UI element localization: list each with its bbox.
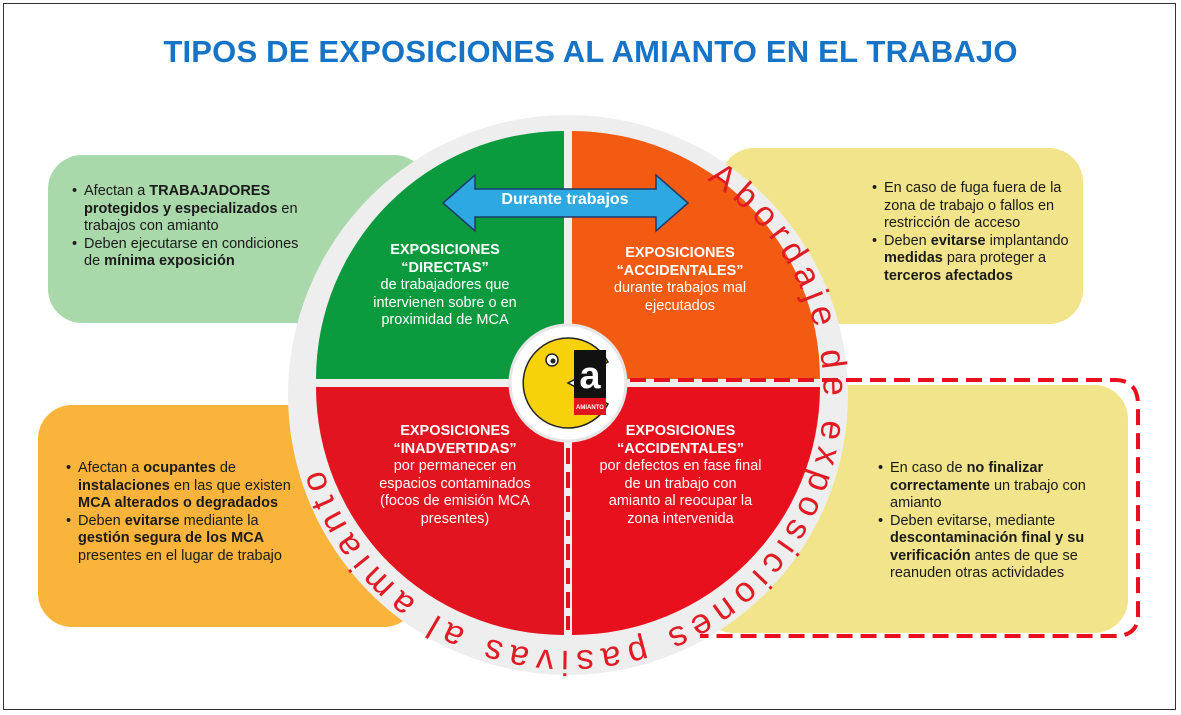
quadrant-text-inadvertidas: EXPOSICIONES “INADVERTIDAS” por permanec… (375, 423, 535, 528)
bullet-text: Afectan a (84, 183, 150, 199)
quadrant-title: EXPOSICIONES (400, 423, 510, 439)
quadrant-text-accidentales-final: EXPOSICIONES “ACCIDENTALES” por defectos… (598, 423, 763, 528)
box-directas: Afectan a TRABAJADORES protegidos y espe… (48, 155, 428, 323)
bullet-text-bold: no finalizar correctamente (890, 460, 1044, 494)
bullet-list: En caso de no finalizar correctamente un… (878, 460, 1108, 583)
logo-text: AMIANTO (576, 405, 604, 411)
bullet-text: En caso de fuga fuera de la zona de trab… (884, 180, 1062, 231)
quadrant-description: durante trabajos mal ejecutados (613, 280, 747, 314)
bullet-text-bold: terceros afectados (884, 267, 1013, 284)
logo-letter: a (579, 355, 601, 397)
quadrant-text-directas: EXPOSICIONES “DIRECTAS” de trabajadores … (365, 242, 525, 330)
bullet-text-bold: ocupantes (143, 460, 216, 476)
bullet-text: en las que existen (169, 477, 291, 494)
bullet-text: para proteger a (942, 250, 1047, 266)
quadrant-subtitle: “ACCIDENTALES” (616, 262, 744, 279)
bullet-text: Deben evitarse, mediante (890, 512, 1056, 529)
bullet-item: En caso de no finalizar correctamente un… (878, 460, 1108, 513)
bullet-list: Afectan a TRABAJADORES protegidos y espe… (72, 183, 302, 271)
bullet-text-bold: instalaciones (78, 477, 170, 494)
bullet-text: en trabajos con amianto (84, 200, 298, 235)
bullet-text: Afectan a (78, 460, 144, 476)
page-title: TIPOS DE EXPOSICIONES AL AMIANTO EN EL T… (163, 34, 1018, 69)
bullet-text-bold: mínima exposición (104, 253, 235, 269)
bullet-text: un trabajo con amianto (890, 477, 1086, 512)
quadrant-subtitle: “ACCIDENTALES” (616, 440, 744, 457)
quadrant-title: EXPOSICIONES (625, 423, 736, 439)
bullet-list: Afectan a ocupantes de instalaciones en … (66, 460, 306, 565)
quadrant-subtitle: “DIRECTAS” (401, 259, 489, 276)
bullet-item: En caso de fuga fuera de la zona de trab… (872, 180, 1072, 233)
bullet-text: Deben (78, 512, 125, 529)
bullet-text-bold: MCA alterados o degradados (78, 495, 279, 511)
bullet-list: En caso de fuga fuera de la zona de trab… (872, 180, 1072, 285)
bullet-text-bold: medidas (884, 250, 943, 266)
bullet-text: Deben ejecutarse en condiciones de (84, 235, 299, 270)
quadrant-title: EXPOSICIONES (390, 242, 500, 258)
bullet-text: antes de que se reanuden otras actividad… (890, 547, 1078, 582)
quadrant-description: por defectos en fase final de un trabajo… (599, 458, 762, 527)
bullet-text: Deben (884, 232, 931, 249)
bullet-item: Deben evitarse, mediante descontaminació… (878, 513, 1108, 583)
quadrant-title: EXPOSICIONES (625, 245, 735, 261)
box-accidentales-final: En caso de no finalizar correctamente un… (700, 385, 1128, 633)
bullet-item: Deben ejecutarse en condiciones de mínim… (72, 236, 302, 271)
bullet-text-bold: descontaminación final y su verificación (890, 530, 1085, 564)
bullet-text: presentes en el lugar de trabajo (78, 547, 282, 564)
bullet-text-bold: gestión segura de los MCA (78, 530, 265, 546)
quadrant-text-accidentales-durante: EXPOSICIONES “ACCIDENTALES” durante trab… (605, 245, 755, 315)
bullet-item: Deben evitarse mediante la gestión segur… (66, 513, 306, 566)
quadrant-accidentales-final (572, 387, 820, 635)
bullet-item: Deben evitarse implantando medidas para … (872, 233, 1072, 286)
bullet-item: Afectan a ocupantes de instalaciones en … (66, 460, 306, 513)
bullet-item: Afectan a TRABAJADORES protegidos y espe… (72, 183, 302, 236)
double-arrow (441, 173, 690, 233)
quadrant-description: por permanecer en espacios contaminados … (379, 458, 531, 527)
amianto-logo: a AMIANTO (522, 337, 610, 429)
bullet-text: implantando (985, 232, 1069, 249)
bullet-text-bold: evitarse (124, 512, 180, 529)
quadrant-subtitle: “INADVERTIDAS” (393, 440, 517, 457)
bullet-text-bold: evitarse (930, 232, 986, 249)
bullet-text-bold: TRABAJADORES protegidos y especializados (84, 183, 278, 217)
quadrant-inadvertidas (316, 387, 564, 635)
quadrant-description: de trabajadores que intervienen sobre o … (373, 277, 517, 328)
bullet-text: mediante la (179, 512, 259, 529)
arrow-label: Durante trabajos (501, 191, 629, 208)
bullet-text: de (215, 460, 236, 476)
bullet-text: En caso de (890, 460, 967, 476)
frame-border (3, 3, 1176, 710)
